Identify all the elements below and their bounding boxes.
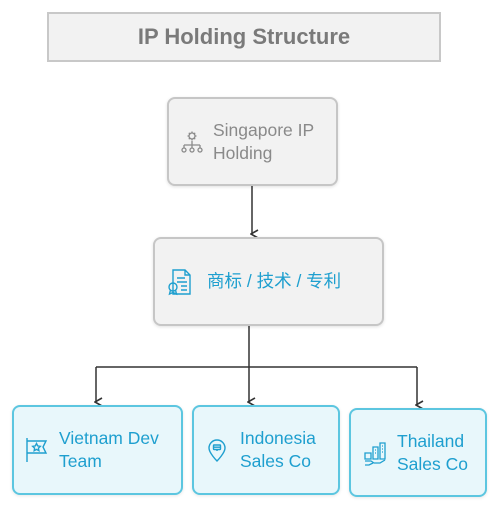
node-ip-assets-label: 商标 / 技术 / 专利 — [207, 271, 342, 291]
node-indonesia-sales-co-label: Indonesia Sales Co — [240, 428, 316, 471]
buildings-handshake-icon — [363, 439, 387, 467]
node-ip-assets: 商标 / 技术 / 专利 — [153, 237, 384, 326]
node-thailand-sales-co-label: Thailand Sales Co — [397, 430, 469, 474]
location-pin-icon — [206, 437, 228, 463]
node-vietnam-dev-team-label: Vietnam Dev Team — [59, 428, 159, 471]
node-singapore-ip-holding: Singapore IP Holding — [167, 97, 338, 186]
node-indonesia-sales-co: Indonesia Sales Co — [192, 405, 340, 495]
org-chart-gear-icon — [179, 129, 205, 155]
diagram-title: IP Holding Structure — [137, 24, 351, 49]
node-vietnam-dev-team: Vietnam Dev Team — [12, 405, 183, 495]
node-thailand-sales-co: Thailand Sales Co — [349, 408, 487, 497]
certificate-document-icon — [165, 267, 195, 297]
node-singapore-ip-holding-label: Singapore IP Holding — [213, 119, 315, 163]
diagram-title-box: IP Holding Structure — [47, 12, 441, 62]
flag-star-icon — [24, 436, 50, 464]
